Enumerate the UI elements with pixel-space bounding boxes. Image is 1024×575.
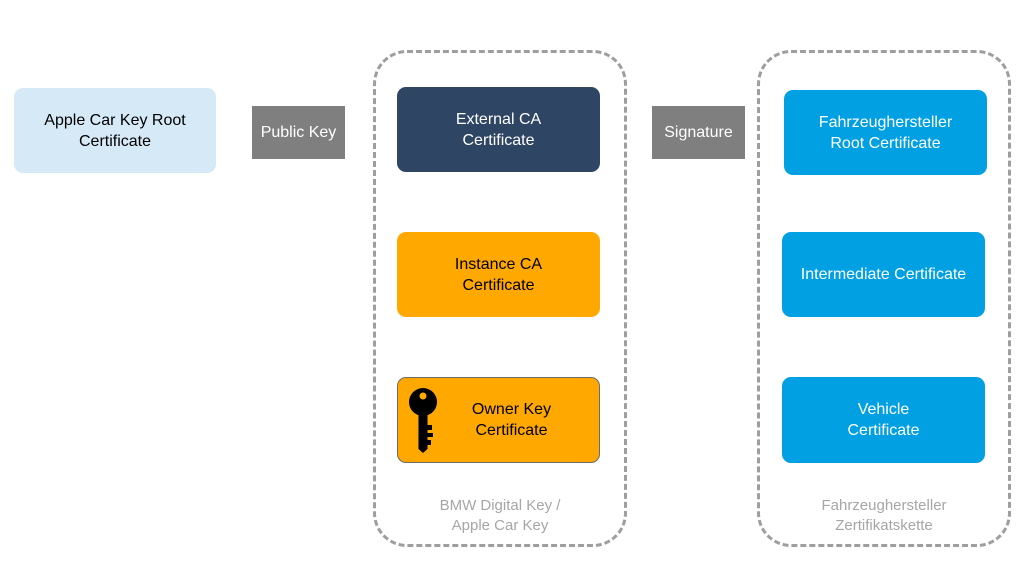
bmw-group-label: BMW Digital Key / Apple Car Key (439, 497, 561, 534)
intermediate-certificate-box: Intermediate Certificate (782, 232, 985, 317)
oem-group-label: Fahrzeughersteller Zertifikatskette (821, 497, 947, 534)
vehicle-certificate-label: Vehicle Certificate (847, 401, 920, 439)
owner-key-certificate-box: Owner Key Certificate (397, 377, 600, 463)
signature-tag: Signature (652, 106, 745, 159)
owner-key-certificate-label: Owner Key Certificate (471, 401, 552, 439)
fahrzeughersteller-group (757, 50, 1011, 547)
vehicle-certificate-box: Vehicle Certificate (782, 377, 985, 463)
signature-label: Signature (664, 123, 733, 141)
external-ca-certificate-box: External CA Certificate (397, 87, 600, 172)
public-key-label: Public Key (260, 123, 337, 141)
key-icon (409, 388, 437, 453)
external-ca-certificate-label: External CA Certificate (455, 110, 542, 149)
instance-ca-certificate-label: Instance CA Certificate (454, 255, 543, 294)
oem-root-certificate-label: Fahrzeughersteller Root Certificate (818, 113, 953, 152)
public-key-tag: Public Key (252, 106, 345, 159)
instance-ca-certificate-box: Instance CA Certificate (397, 232, 600, 317)
intermediate-certificate-label: Intermediate Certificate (800, 266, 967, 283)
apple-root-certificate-box: Apple Car Key Root Certificate (14, 88, 216, 173)
apple-root-certificate-label: Apple Car Key Root Certificate (44, 111, 186, 150)
bmw-digital-key-group (373, 50, 627, 547)
oem-root-certificate-box: Fahrzeughersteller Root Certificate (784, 90, 987, 175)
